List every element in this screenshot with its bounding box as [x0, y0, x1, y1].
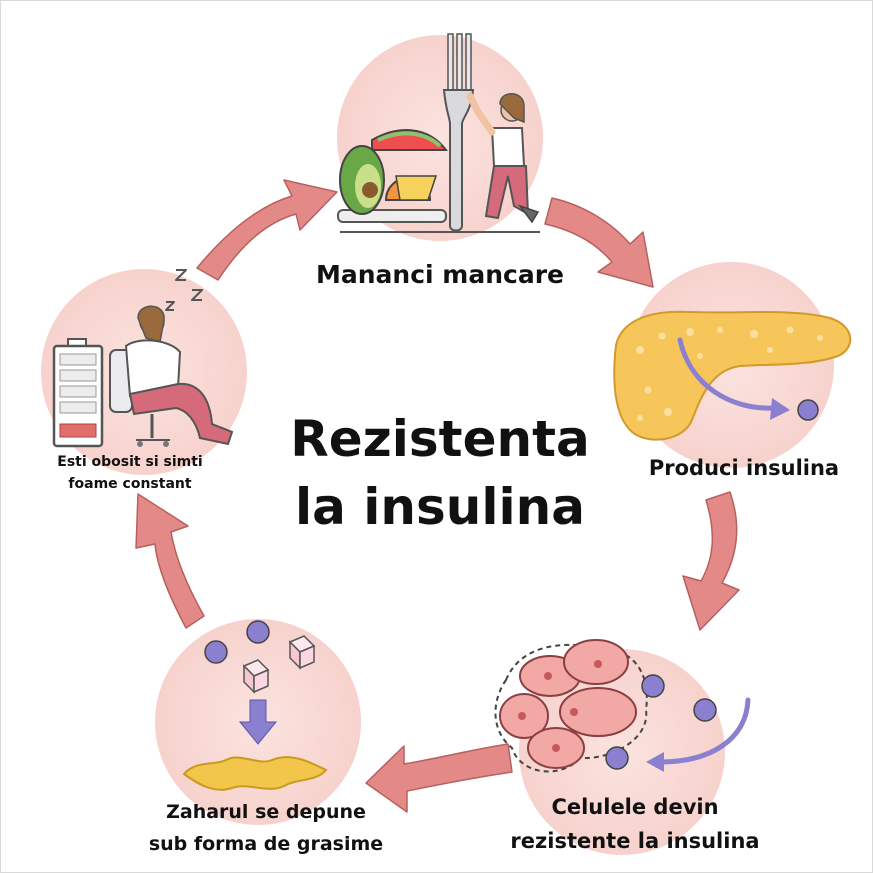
step-label-tired: Esti obosit si simti foame constant	[20, 451, 240, 495]
insulin-molecule-icon	[605, 746, 629, 770]
step-label-line: Produci insulina	[648, 456, 840, 480]
sleeping-person-icon	[109, 305, 234, 447]
insulin-molecule-icon	[693, 698, 717, 722]
cycle-arrow-icon	[196, 179, 338, 281]
pancreas-icon	[613, 310, 852, 441]
step-label-line: sub forma de grasime	[148, 833, 384, 855]
fork-icon	[442, 33, 475, 232]
sugar-cube-icon	[242, 659, 270, 694]
step-label-cells: Celulele devin rezistente la insulina	[470, 790, 800, 858]
arrow-icon	[238, 699, 278, 745]
insulin-molecule-icon	[246, 620, 270, 644]
step-label-line: Mananci mancare	[316, 260, 564, 289]
battery-icon	[52, 338, 104, 448]
step-label-line: Esti obosit si simti	[57, 454, 203, 470]
arrow-icon	[677, 337, 777, 411]
fat-deposit-icon	[182, 756, 328, 791]
step-label-insulin: Produci insulina	[618, 453, 870, 483]
insulin-molecule-icon	[797, 399, 819, 421]
step-label-eat: Mananci mancare	[262, 258, 618, 292]
step-label-line: Celulele devin	[551, 795, 719, 819]
arrow-icon	[770, 398, 790, 420]
person-icon	[466, 92, 540, 224]
diagram-title: Rezistenta la insulina	[240, 405, 640, 541]
step-label-line: Zaharul se depune	[166, 801, 366, 823]
cells-icon	[494, 639, 648, 773]
step-label-line: foame constant	[68, 476, 192, 492]
title-line-1: Rezistenta	[290, 410, 590, 468]
step-label-fat: Zaharul se depune sub forma de grasime	[108, 796, 424, 860]
arrow-icon	[657, 697, 751, 765]
cycle-arrow-icon	[544, 197, 654, 288]
fruit-plate-icon	[337, 129, 540, 233]
cycle-arrow-icon	[682, 491, 740, 631]
insulin-molecule-icon	[641, 674, 665, 698]
title-line-2: la insulina	[295, 478, 585, 536]
insulin-molecule-icon	[204, 640, 228, 664]
cycle-arrow-icon	[365, 743, 513, 813]
cycle-arrow-icon	[135, 493, 205, 629]
arrow-icon	[646, 752, 664, 772]
zzz-icon	[165, 269, 203, 311]
step-label-line: rezistente la insulina	[510, 829, 760, 853]
sugar-cube-icon	[288, 635, 316, 670]
